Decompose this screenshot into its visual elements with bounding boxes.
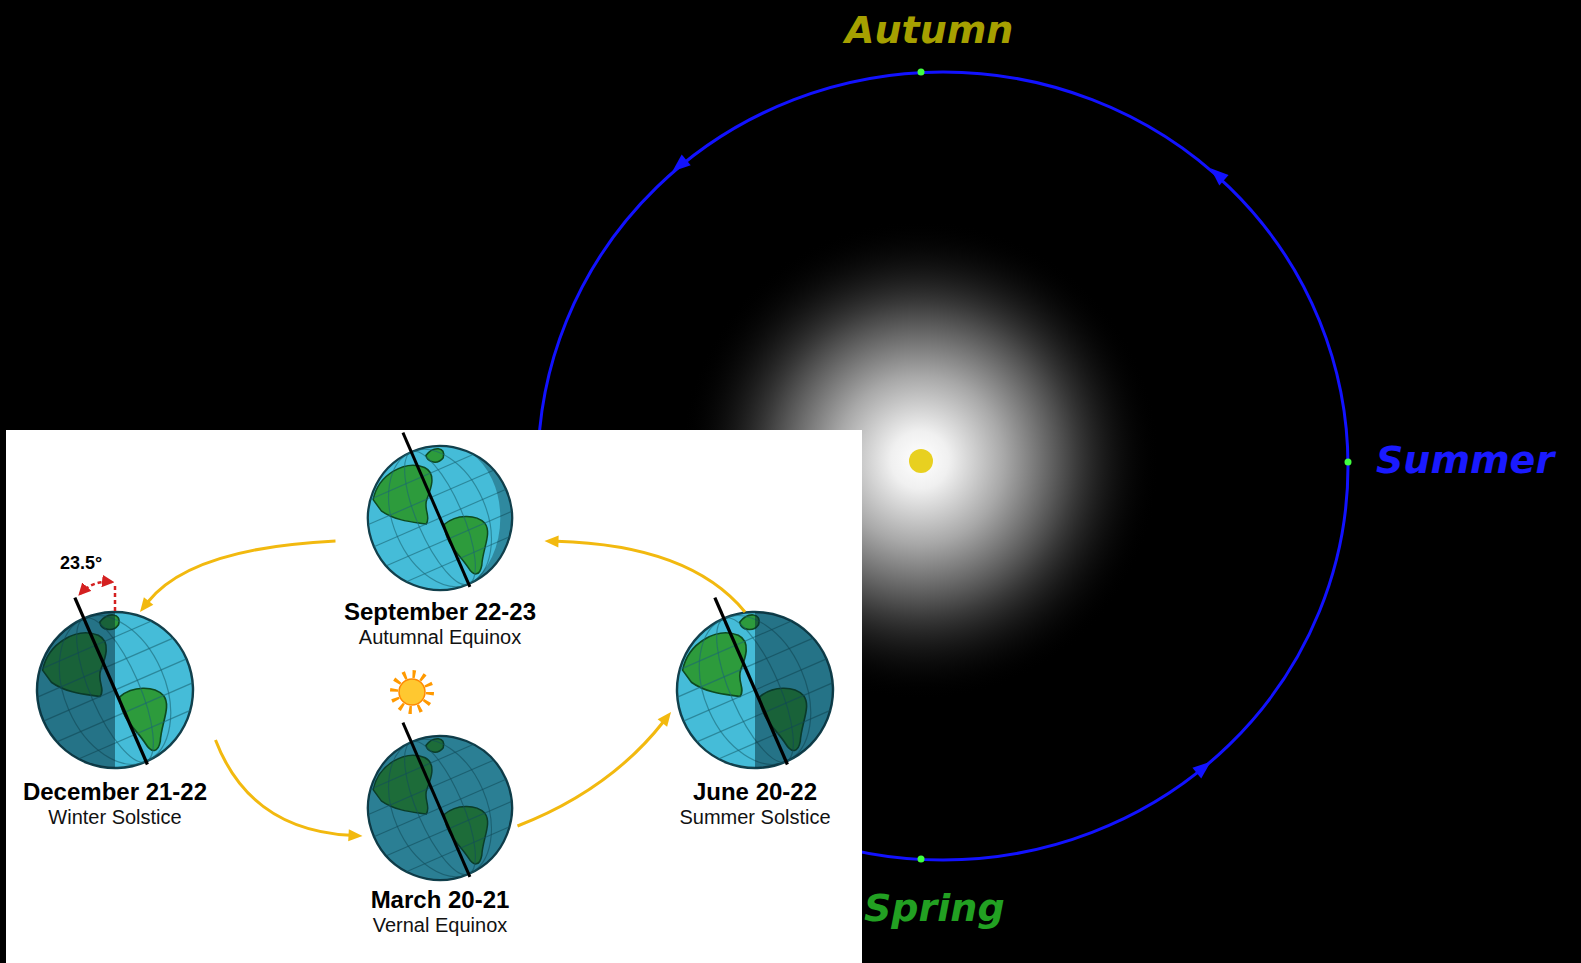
connector-line <box>147 541 335 603</box>
orbit-arrow-connector <box>518 712 672 826</box>
season-earth: December 21-22Winter Solstice <box>15 612 216 829</box>
globe <box>652 587 857 792</box>
orbit-arrow-connector <box>216 740 363 841</box>
orbit-arrow <box>672 155 690 172</box>
orbit-arrow <box>1211 168 1229 185</box>
earth-globe <box>345 423 534 612</box>
arrowhead <box>658 712 671 727</box>
season-earth: March 20-21Vernal Equinox <box>363 736 518 937</box>
night-side <box>470 453 512 584</box>
orbit-point <box>1345 459 1352 466</box>
globe <box>345 423 534 612</box>
season-name: Summer Solstice <box>679 805 830 829</box>
earth-globe <box>652 587 857 792</box>
connector-line <box>216 740 351 835</box>
date-label: June 20-22 <box>693 778 817 805</box>
vertical-reference <box>114 583 117 611</box>
axis <box>715 598 788 765</box>
season-earth: June 20-22Summer Solstice <box>671 612 839 829</box>
arrowhead <box>140 597 153 612</box>
night-side <box>755 612 833 768</box>
sun-disc <box>399 679 425 705</box>
orbit-arrow-connector <box>545 535 746 612</box>
sun-rays <box>394 674 430 710</box>
season-name: Autumnal Equinox <box>359 625 521 649</box>
globe <box>12 587 217 792</box>
season-name: Vernal Equinox <box>373 913 508 937</box>
earth-globe <box>12 587 217 792</box>
connector-line <box>518 721 664 826</box>
date-label: September 22-23 <box>344 598 536 625</box>
night-side <box>37 612 115 768</box>
season-label: Spring <box>864 886 1005 930</box>
globe <box>345 713 534 902</box>
axis <box>403 433 470 587</box>
arrowhead <box>348 829 362 841</box>
date-label: December 21-22 <box>23 778 207 805</box>
season-earth: September 22-23Autumnal Equinox <box>336 446 545 649</box>
sun-dot <box>909 449 933 473</box>
season-name: Winter Solstice <box>48 805 181 829</box>
arrowhead <box>545 535 559 547</box>
earth-globe <box>345 713 534 902</box>
orbit-point <box>918 69 925 76</box>
axis <box>75 598 148 765</box>
tilt-angle: 23.5° <box>60 553 102 574</box>
axis <box>403 723 470 877</box>
season-label: Summer <box>1376 438 1554 482</box>
tilt-arc <box>80 582 112 594</box>
orbit-arrow-connector <box>140 541 336 612</box>
season-label: Autumn <box>845 8 1013 52</box>
orbit-point <box>918 856 925 863</box>
date-label: March 20-21 <box>371 886 510 913</box>
connector-line <box>556 541 745 612</box>
orbit-arrow <box>1192 762 1210 779</box>
